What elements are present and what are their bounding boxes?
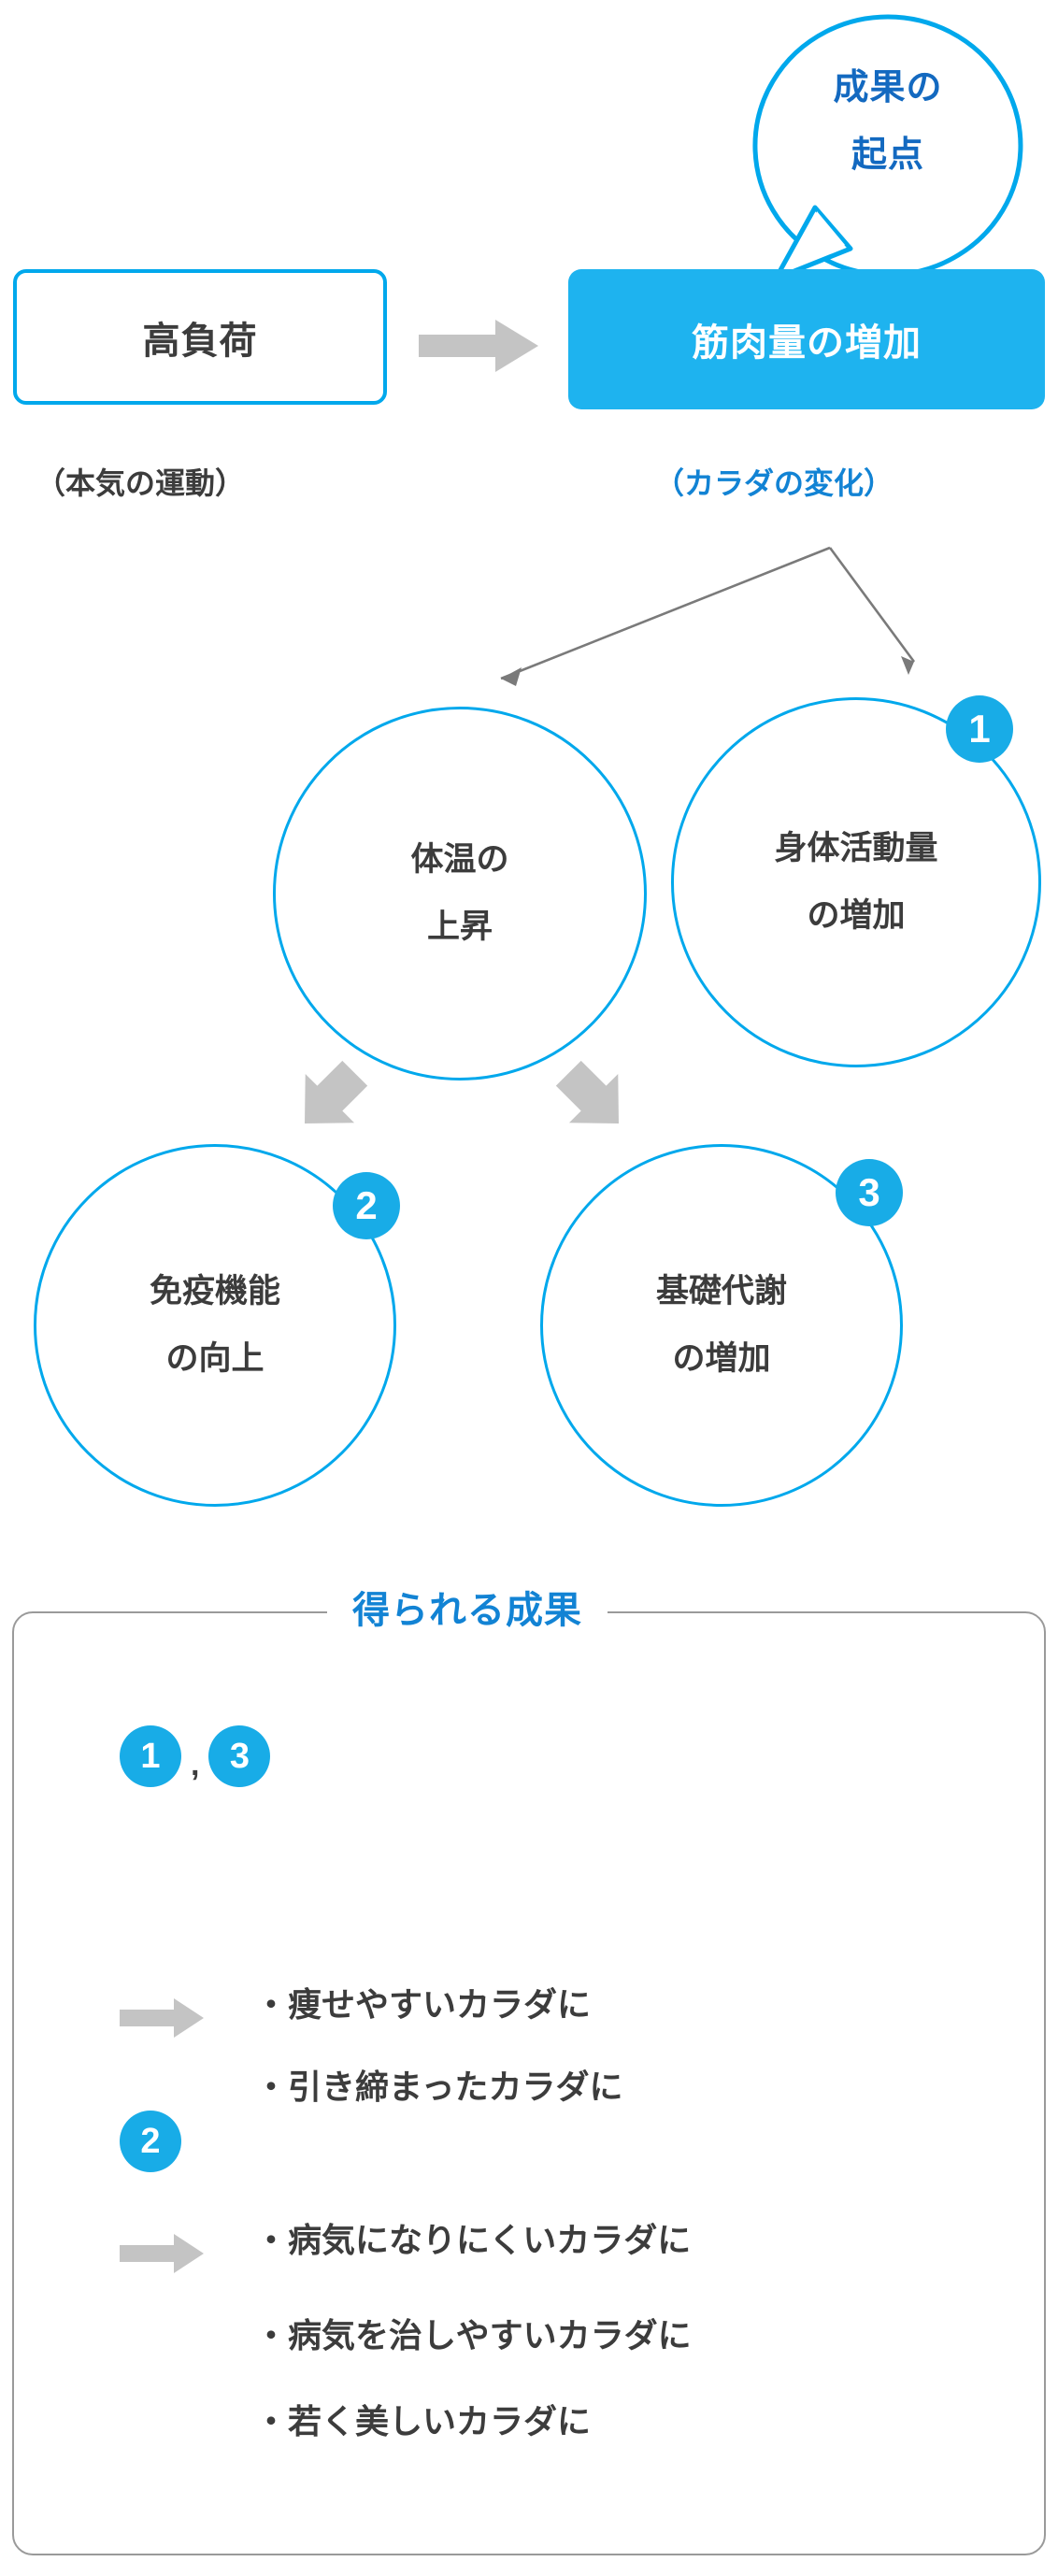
right-block-arrow-icon — [419, 320, 538, 372]
bubble-text: 成果の 起点 — [748, 54, 1028, 189]
result-badge-1: 1 — [120, 1725, 181, 1787]
circle-line-2: の増加 — [807, 897, 906, 934]
bubble-line-1: 成果の — [833, 68, 943, 107]
muscle-mass-box: 筋肉量の増加 — [568, 269, 1045, 409]
down-left-block-arrow-icon — [305, 1060, 368, 1123]
muscle-mass-caption: （カラダの変化） — [654, 466, 894, 500]
circle-line-1: 基礎代謝 — [655, 1273, 787, 1309]
circle-line-1: 身体活動量 — [774, 830, 938, 866]
circle-line-1: 免疫機能 — [149, 1273, 280, 1309]
high-load-caption: （本気の運動） — [36, 466, 246, 500]
results-panel — [12, 1611, 1046, 2555]
results-panel-legend: 得られる成果 — [327, 1580, 608, 1634]
badge-3: 3 — [836, 1159, 903, 1226]
right-block-arrow-icon — [120, 2234, 204, 2273]
result-badge-2: 2 — [120, 2111, 181, 2172]
result-item: ・病気を治しやすいカラダに — [254, 2316, 692, 2354]
circle-line-1: 体温の — [410, 841, 509, 878]
high-load-label: 高負荷 — [142, 320, 258, 362]
result-group-1-badges: 1 , 3 — [120, 1725, 271, 1787]
circle-immune-function: 免疫機能 の向上 — [34, 1144, 396, 1507]
result-item: ・痩せやすいカラダに — [254, 1985, 592, 2024]
high-load-box: 高負荷 — [13, 269, 387, 405]
bubble-line-2: 起点 — [851, 136, 924, 175]
result-item: ・若く美しいカラダに — [254, 2402, 592, 2440]
circle-line-2: の向上 — [165, 1340, 264, 1377]
callout-bubble: 成果の 起点 — [748, 9, 1028, 280]
circle-body-temperature: 体温の 上昇 — [273, 707, 647, 1080]
badge-1: 1 — [946, 695, 1013, 763]
result-group-2-badges: 2 — [120, 2111, 181, 2172]
result-badge-3: 3 — [208, 1725, 271, 1787]
badge-2: 2 — [333, 1172, 400, 1239]
result-item: ・引き締まったカラダに — [254, 2068, 623, 2106]
circle-line-2: 上昇 — [426, 909, 493, 945]
muscle-mass-label: 筋肉量の増加 — [692, 322, 922, 364]
branch-arrows-icon — [500, 546, 916, 686]
result-badge-separator: , — [191, 1747, 200, 1782]
result-item: ・病気になりにくいカラダに — [254, 2221, 692, 2259]
circle-line-2: の増加 — [672, 1340, 771, 1377]
right-block-arrow-icon — [120, 1998, 204, 2038]
down-right-block-arrow-icon — [555, 1060, 619, 1123]
